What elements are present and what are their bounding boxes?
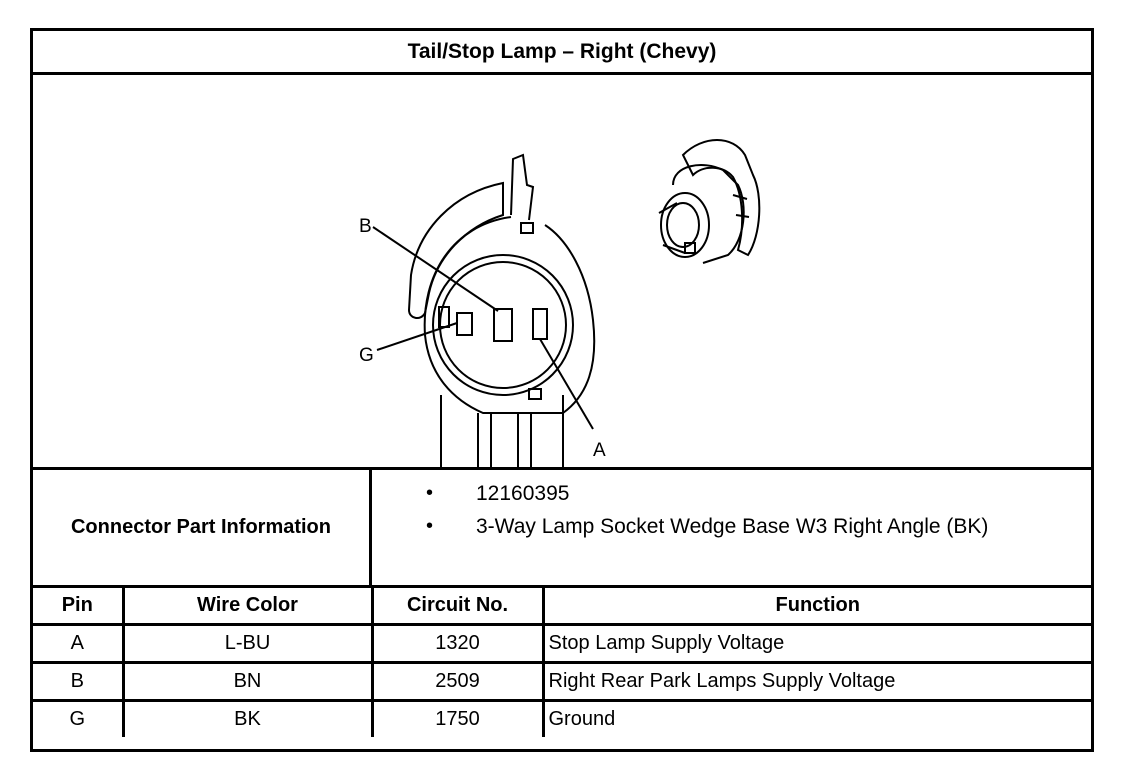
- callout-a: A: [593, 440, 606, 461]
- table-row: B BN 2509 Right Rear Park Lamps Supply V…: [33, 661, 1091, 702]
- cell-function: Ground: [541, 699, 1091, 737]
- leader-b: [372, 226, 499, 312]
- callout-g: G: [359, 345, 374, 366]
- cell-pin: G: [33, 699, 125, 737]
- header-wire-color: Wire Color: [121, 588, 374, 626]
- housing-outer-arc: [407, 181, 504, 319]
- header-pin: Pin: [33, 588, 125, 626]
- bullet-icon: •: [426, 515, 434, 537]
- bullet-icon: •: [426, 482, 434, 504]
- cell-wire-color: L-BU: [121, 623, 374, 664]
- connector-drawing: B G A: [359, 139, 761, 470]
- terminal-b: [493, 308, 513, 342]
- locking-tab: [510, 153, 535, 221]
- table-row: A L-BU 1320 Stop Lamp Supply Voltage: [33, 623, 1091, 664]
- cell-circuit-no: 1320: [370, 623, 545, 664]
- cell-function: Stop Lamp Supply Voltage: [541, 623, 1091, 664]
- cell-function: Right Rear Park Lamps Supply Voltage: [541, 661, 1091, 702]
- header-function: Function: [541, 588, 1091, 626]
- header-circuit-no: Circuit No.: [370, 588, 545, 626]
- page-title: Tail/Stop Lamp – Right (Chevy): [33, 31, 1091, 75]
- socket-inner-ring: [432, 254, 574, 396]
- cell-wire-color: BK: [121, 699, 374, 737]
- cell-pin: B: [33, 661, 125, 702]
- terminal-g: [456, 312, 473, 336]
- connector-part-info-label: Connector Part Information: [33, 470, 372, 585]
- callout-b: B: [359, 216, 372, 237]
- leader-a: [539, 338, 594, 430]
- leader-g: [376, 322, 458, 351]
- pin-table: Pin Wire Color Circuit No. Function A L-…: [33, 588, 1091, 737]
- table-row: G BK 1750 Ground: [33, 699, 1091, 737]
- terminal-a: [532, 308, 548, 340]
- connector-diagram: B G A: [33, 75, 1091, 470]
- cell-circuit-no: 2509: [370, 661, 545, 702]
- pin-table-header-row: Pin Wire Color Circuit No. Function: [33, 588, 1091, 626]
- part-number: 12160395: [476, 482, 570, 505]
- connector-sheet: Tail/Stop Lamp – Right (Chevy): [30, 28, 1094, 752]
- cell-circuit-no: 1750: [370, 699, 545, 737]
- connector-part-info: Connector Part Information • 12160395 • …: [33, 470, 1091, 588]
- connector-part-info-list: • 12160395 • 3-Way Lamp Socket Wedge Bas…: [372, 470, 1091, 585]
- cell-pin: A: [33, 623, 125, 664]
- housing-body: [423, 216, 596, 414]
- ring-key-top: [520, 222, 534, 234]
- socket-perspective-icon: [658, 139, 761, 264]
- connector-legs: [440, 395, 564, 470]
- cell-wire-color: BN: [121, 661, 374, 702]
- ring-key-bottom: [528, 388, 542, 400]
- part-description: 3-Way Lamp Socket Wedge Base W3 Right An…: [476, 515, 989, 538]
